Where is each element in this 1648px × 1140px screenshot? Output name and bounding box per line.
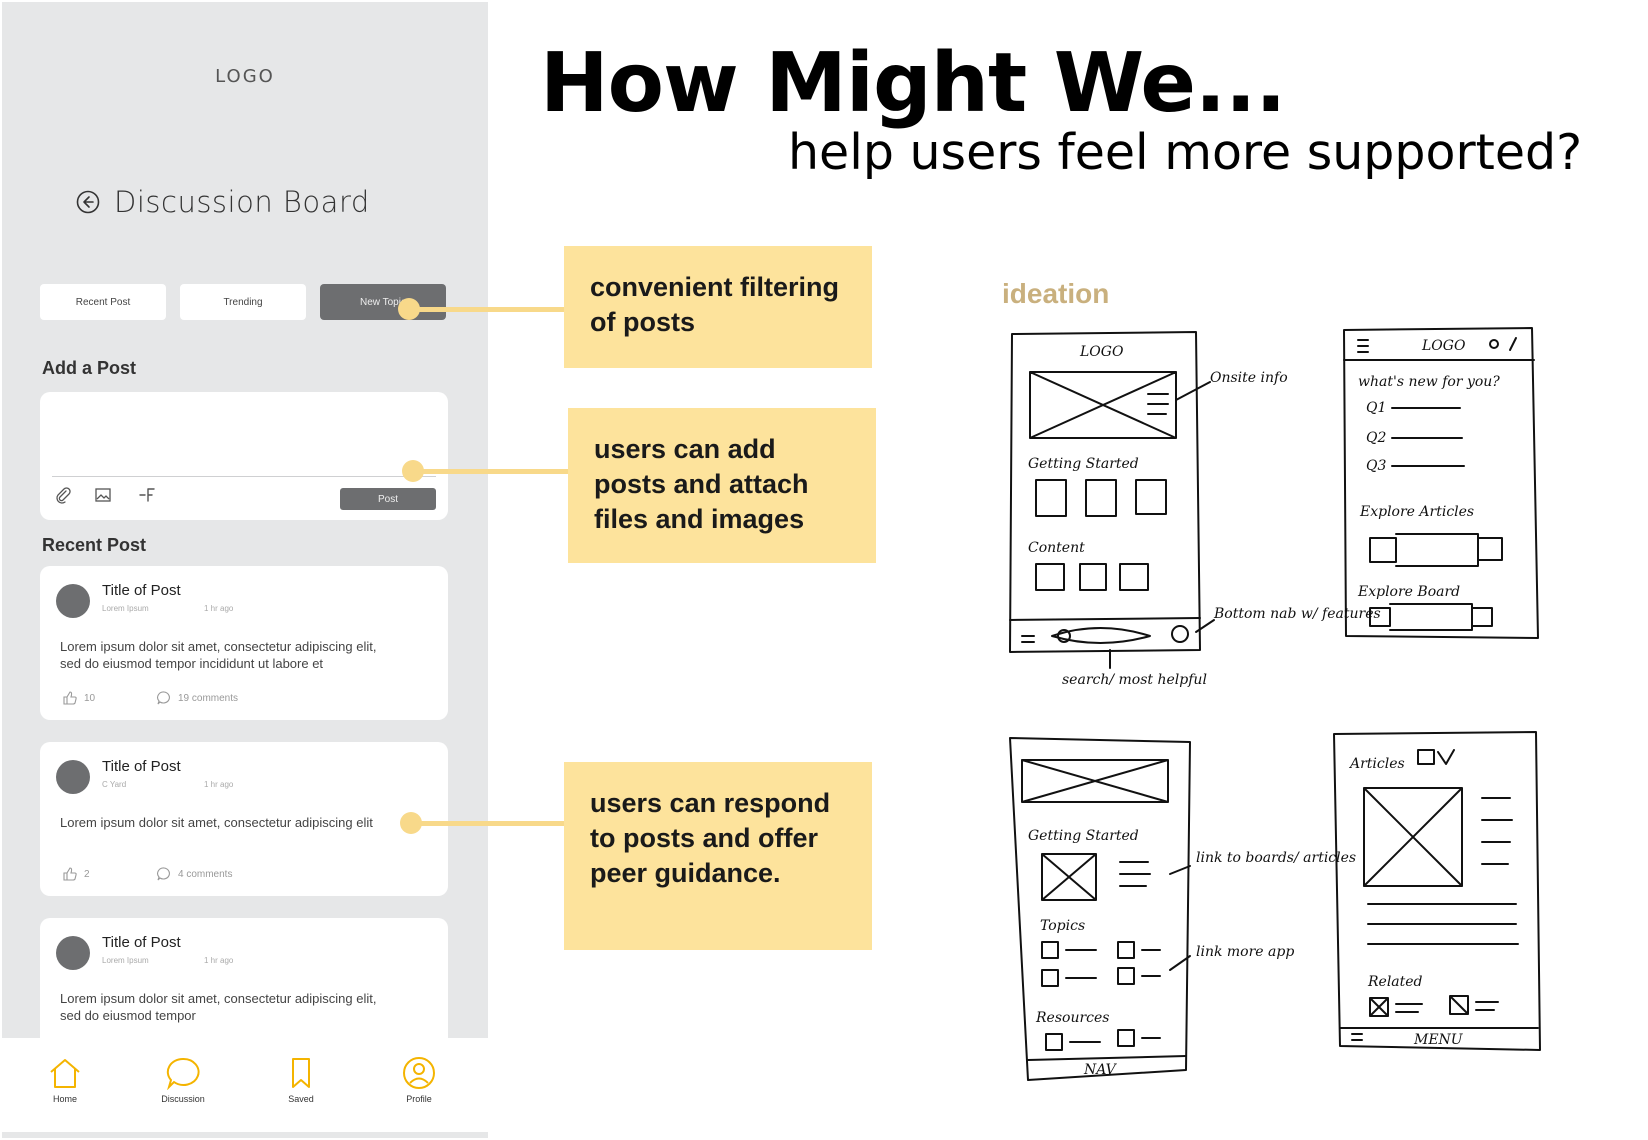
post-card[interactable]: Title of Post Lorem Ipsum 1 hr ago Lorem… [40, 566, 448, 720]
post-time: 1 hr ago [204, 780, 234, 789]
like-count: 2 [84, 868, 90, 880]
sketch-heading: Explore Board [1357, 584, 1460, 600]
sketch-note: link more app [1196, 944, 1294, 960]
tab-profile[interactable]: Profile [384, 1056, 454, 1104]
bookmark-icon [292, 1058, 310, 1088]
comments-button[interactable]: 19 comments [156, 690, 238, 706]
attach-file-icon[interactable] [52, 484, 74, 506]
ideation-label: ideation [1002, 278, 1110, 309]
comment-icon [157, 867, 170, 881]
post-author: Lorem Ipsum [102, 604, 149, 613]
sketch-home-screen: LOGO Onsite info Getting Started Content… [1000, 320, 1381, 710]
divider [52, 476, 436, 477]
post-time: 1 hr ago [204, 956, 234, 965]
comment-count: 4 comments [178, 868, 233, 880]
sketch-heading: Explore Articles [1359, 504, 1474, 520]
like-count: 10 [84, 692, 96, 704]
comments-button[interactable]: 4 comments [156, 866, 232, 882]
image-upload-icon[interactable] [92, 484, 114, 506]
bottom-tab-bar: Home Discussion Saved Profile [2, 1038, 488, 1132]
sketch-logo: LOGO [1079, 344, 1124, 360]
recent-post-heading: Recent Post [42, 535, 147, 555]
post-title: Title of Post [102, 582, 181, 599]
post-body: Lorem ipsum dolor sit amet, consectetur … [60, 815, 373, 830]
callout-respond: users can respond to posts and offer pee… [564, 762, 872, 950]
screen-title: Discussion Board [114, 185, 370, 219]
connector-line [414, 469, 570, 474]
connector-dot [402, 460, 424, 482]
tab-label: Saved [288, 1094, 314, 1104]
tab-saved[interactable]: Saved [266, 1056, 336, 1104]
post-text-input[interactable] [52, 402, 436, 472]
sketch-heading: Related [1367, 974, 1423, 990]
sketch-question: what's new for you? [1358, 374, 1500, 390]
app-logo: LOGO [215, 66, 275, 87]
post-title: Title of Post [102, 758, 181, 775]
sketch-note: Bottom nab w/ features [1213, 606, 1381, 622]
sketch-heading: Topics [1040, 918, 1085, 934]
home-icon [50, 1059, 80, 1088]
profile-icon [403, 1057, 435, 1089]
callout-add-posts: users can add posts and attach files and… [568, 408, 876, 563]
post-card[interactable]: Title of Post C Yard 1 hr ago Lorem ipsu… [40, 742, 448, 896]
post-author: Lorem Ipsum [102, 956, 149, 965]
sketch-item: Q3 [1366, 458, 1386, 474]
post-button[interactable]: Post [340, 488, 436, 510]
sketch-heading: Getting Started [1028, 828, 1139, 844]
sketch-logo: LOGO [1421, 338, 1466, 354]
filter-recent-post[interactable]: Recent Post [40, 284, 166, 320]
like-button[interactable]: 10 [62, 690, 95, 706]
sketch-articles-screen: Articles Related MENU [1322, 728, 1562, 1068]
sketch-heading: Content [1028, 540, 1085, 556]
avatar [56, 936, 90, 970]
connector-dot [400, 812, 422, 834]
back-arrow-icon[interactable] [76, 190, 100, 214]
sketch-note: search/ most helpful [1062, 672, 1207, 688]
filter-new-topic[interactable]: New Topic [320, 284, 446, 320]
sketch-nav: NAV [1083, 1062, 1118, 1078]
sketch-nav: MENU [1413, 1032, 1464, 1048]
tab-home[interactable]: Home [30, 1056, 100, 1104]
chat-bubble-icon [166, 1057, 200, 1090]
avatar [56, 584, 90, 618]
connector-line [412, 821, 566, 826]
sketch-start-screen: Getting Started link to boards/ articles… [1000, 730, 1356, 1090]
filter-trending[interactable]: Trending [180, 284, 306, 320]
thumbs-up-icon [63, 867, 77, 881]
like-button[interactable]: 2 [62, 866, 90, 882]
tab-label: Home [52, 1094, 77, 1104]
post-card[interactable]: Title of Post Lorem Ipsum 1 hr ago Lorem… [40, 918, 448, 1058]
connector-dot [398, 298, 420, 320]
tab-label: Profile [406, 1094, 432, 1104]
connector-line [410, 307, 566, 312]
post-body: Lorem ipsum dolor sit amet, consectetur … [60, 991, 377, 1023]
tab-discussion[interactable]: Discussion [148, 1056, 218, 1104]
sketch-title: Articles [1348, 756, 1405, 772]
text-format-icon[interactable] [136, 484, 158, 506]
sketch-heading: Resources [1035, 1010, 1109, 1026]
page-subtitle: help users feel more supported? [788, 124, 1583, 181]
post-author: C Yard [102, 780, 127, 789]
phone-mockup: LOGO Discussion Board Recent Post Trendi… [2, 2, 488, 1138]
add-post-heading: Add a Post [42, 358, 137, 378]
post-title: Title of Post [102, 934, 181, 951]
post-body: Lorem ipsum dolor sit amet, consectetur … [60, 639, 377, 671]
page-title: How Might We... [540, 36, 1286, 131]
thumbs-up-icon [63, 691, 77, 705]
add-post-card: Post [40, 392, 448, 520]
post-time: 1 hr ago [204, 604, 234, 613]
callout-filtering: convenient filtering of posts [564, 246, 872, 368]
comment-icon [157, 691, 170, 705]
comment-count: 19 comments [178, 692, 239, 704]
screen-header: Discussion Board [76, 185, 370, 219]
sketch-item: Q2 [1366, 430, 1386, 446]
sketch-note: Onsite info [1210, 370, 1288, 386]
sketch-dashboard-screen: LOGO what's new for you? Q1 Q2 Q3 Explor… [1336, 320, 1556, 650]
avatar [56, 760, 90, 794]
sketch-heading: Getting Started [1028, 456, 1139, 472]
sketch-note: link to boards/ articles [1196, 850, 1356, 866]
tab-label: Discussion [161, 1094, 205, 1104]
sketch-item: Q1 [1366, 400, 1386, 416]
